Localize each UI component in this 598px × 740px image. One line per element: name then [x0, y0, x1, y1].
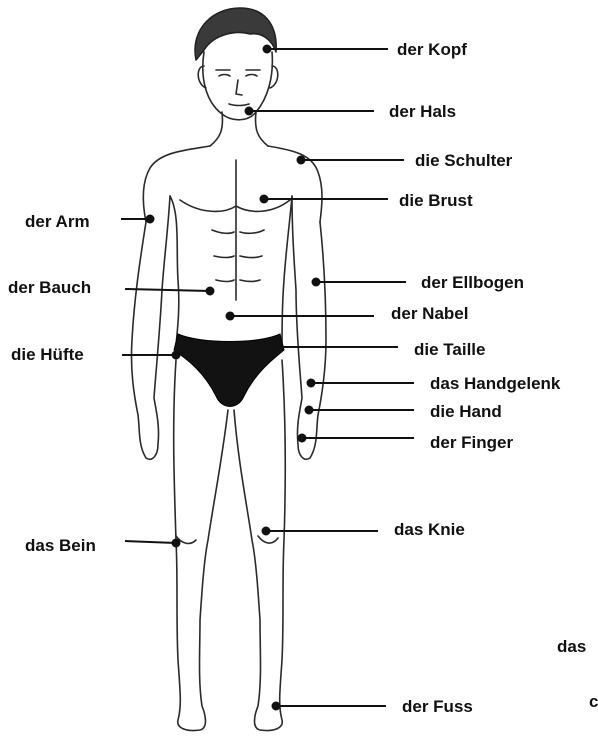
label-hand: die Hand	[430, 403, 502, 420]
leader-bein	[125, 541, 176, 543]
label-clipped-2: c	[589, 693, 598, 710]
left-leg	[174, 360, 228, 731]
label-bein: das Bein	[25, 537, 96, 554]
left-arm	[131, 196, 170, 459]
label-schulter: die Schulter	[415, 152, 512, 169]
briefs	[174, 334, 284, 407]
label-brust: die Brust	[399, 192, 473, 209]
right-leg	[234, 360, 285, 731]
torso-outline	[143, 146, 210, 222]
label-nabel: der Nabel	[391, 305, 468, 322]
label-fuss: der Fuss	[402, 698, 473, 715]
label-bauch: der Bauch	[8, 279, 91, 296]
leader-bauch	[125, 289, 210, 291]
neck	[210, 112, 268, 146]
label-arm: der Arm	[25, 213, 90, 230]
label-knie: das Knie	[394, 521, 465, 538]
label-finger: der Finger	[430, 434, 513, 451]
label-hals: der Hals	[389, 103, 456, 120]
label-handgelenk: das Handgelenk	[430, 375, 560, 392]
right-arm	[292, 196, 326, 459]
label-ellbogen: der Ellbogen	[421, 274, 524, 291]
label-huefte: die Hüfte	[11, 346, 84, 363]
label-clipped-1: das	[557, 638, 586, 655]
label-taille: die Taille	[414, 341, 486, 358]
label-kopf: der Kopf	[397, 41, 467, 58]
